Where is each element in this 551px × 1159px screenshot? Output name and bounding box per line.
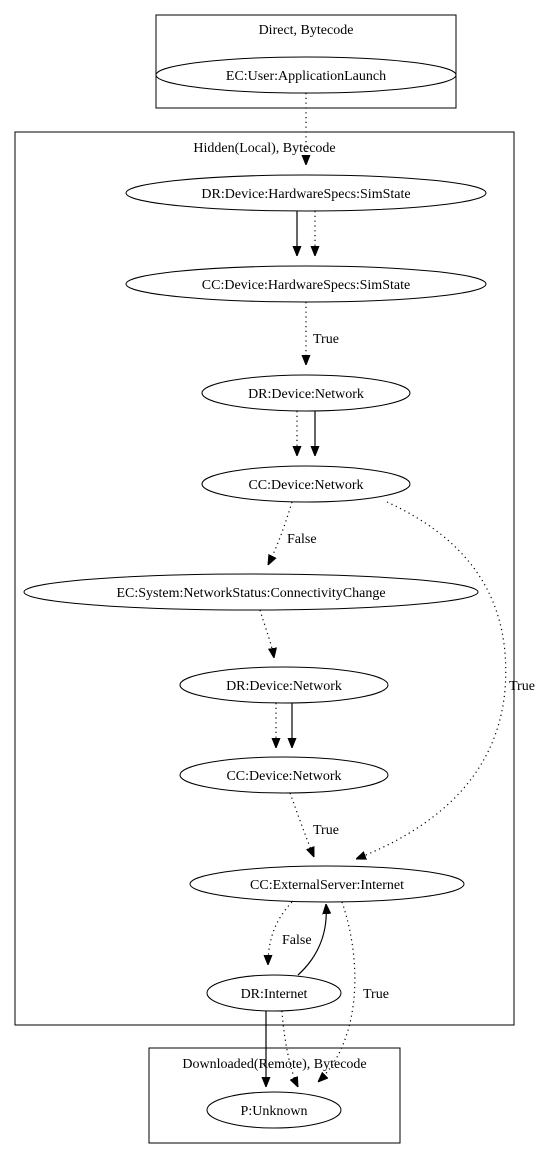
edge-label: True — [313, 823, 339, 838]
node-n5: CC:Device:Network — [201, 465, 411, 503]
edge-n5-n9: True — [356, 501, 535, 859]
edge-line — [259, 609, 274, 658]
node-ellipse — [179, 756, 389, 794]
node-ellipse — [125, 265, 487, 303]
node-label: DR:Internet — [241, 987, 308, 1002]
node-ellipse — [125, 174, 487, 212]
node-label: DR:Device:Network — [248, 387, 364, 402]
node-label: EC:System:NetworkStatus:ConnectivityChan… — [116, 586, 385, 601]
node-ellipse — [206, 1091, 342, 1129]
node-label: CC:Device:Network — [226, 769, 341, 784]
node-n7: DR:Device:Network — [179, 666, 389, 704]
node-n11: P:Unknown — [206, 1091, 342, 1129]
edge-label: True — [509, 679, 535, 694]
node-label: P:Unknown — [241, 1104, 308, 1119]
node-ellipse — [179, 666, 389, 704]
edge-n8-n9: True — [289, 792, 339, 857]
edge-label: False — [287, 532, 317, 547]
node-label: DR:Device:Network — [226, 679, 342, 694]
node-label: DR:Device:HardwareSpecs:SimState — [201, 187, 410, 202]
node-n10: DR:Internet — [206, 974, 342, 1012]
node-ellipse — [201, 374, 411, 412]
edge-n5-n6: False — [268, 501, 317, 565]
node-ellipse — [155, 56, 457, 94]
edge-line — [289, 792, 315, 857]
edge-n10-n11 — [281, 1010, 298, 1087]
edge-line — [356, 501, 507, 859]
cluster-downloaded: Downloaded(Remote), Bytecode — [148, 1047, 401, 1144]
node-n2: DR:Device:HardwareSpecs:SimState — [125, 174, 487, 212]
edge-line — [268, 501, 293, 565]
node-label: EC:User:ApplicationLaunch — [226, 69, 386, 84]
node-n9: CC:ExternalServer:Internet — [189, 865, 465, 903]
edge-line — [318, 901, 356, 1082]
node-label: CC:ExternalServer:Internet — [250, 878, 404, 893]
node-n1: EC:User:ApplicationLaunch — [155, 56, 457, 94]
nodes-layer: EC:User:ApplicationLaunchDR:Device:Hardw… — [23, 56, 487, 1129]
edge-line — [297, 904, 326, 976]
edge-n9-n10: False — [268, 901, 312, 965]
node-label: CC:Device:HardwareSpecs:SimState — [202, 278, 410, 293]
node-ellipse — [23, 573, 479, 611]
node-n6: EC:System:NetworkStatus:ConnectivityChan… — [23, 573, 479, 611]
edge-label: False — [282, 933, 312, 948]
cluster-label: Downloaded(Remote), Bytecode — [182, 1057, 366, 1072]
edge-label: True — [363, 987, 389, 1002]
cluster-label: Direct, Bytecode — [259, 23, 354, 38]
node-label: CC:Device:Network — [248, 478, 363, 493]
node-n3: CC:Device:HardwareSpecs:SimState — [125, 265, 487, 303]
edge-line — [281, 1010, 298, 1087]
node-n8: CC:Device:Network — [179, 756, 389, 794]
edge-label: True — [313, 332, 339, 347]
edge-n10-n9 — [297, 904, 326, 976]
edge-n6-n7 — [259, 609, 274, 658]
node-ellipse — [206, 974, 342, 1012]
edge-n9-n11: True — [318, 901, 389, 1082]
edge-line — [268, 901, 293, 965]
cluster-box — [148, 1047, 401, 1144]
cluster-hidden: Hidden(Local), Bytecode — [14, 131, 515, 1026]
node-ellipse — [189, 865, 465, 903]
cluster-box — [14, 131, 515, 1026]
node-n4: DR:Device:Network — [201, 374, 411, 412]
edge-n3-n4: True — [306, 302, 339, 365]
node-ellipse — [201, 465, 411, 503]
cluster-label: Hidden(Local), Bytecode — [193, 141, 335, 156]
